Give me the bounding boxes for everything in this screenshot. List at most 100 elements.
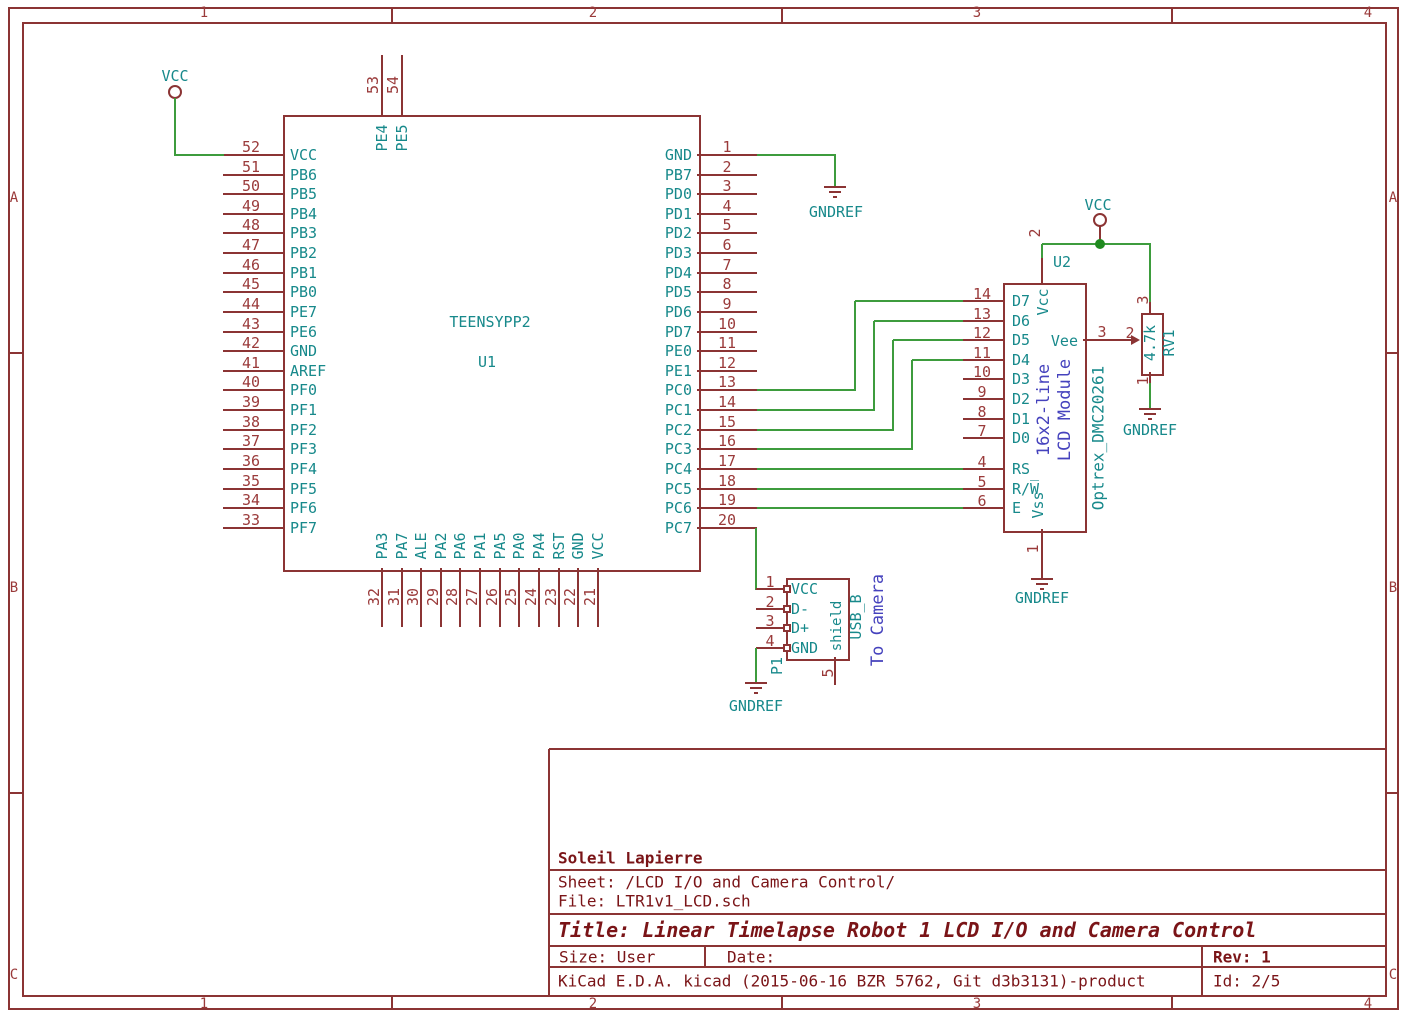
wire[interactable] [755, 647, 757, 682]
pin-stub [400, 55, 403, 115]
pin-name: RS [1012, 459, 1031, 478]
zone-label: 1 [199, 996, 209, 1012]
rv1-value: 4.7k [1141, 324, 1159, 362]
frame-tick [391, 997, 393, 1010]
wire[interactable] [892, 340, 894, 431]
p1-ref: P1 [768, 656, 786, 676]
wire[interactable] [893, 339, 963, 342]
pin-number: 9 [977, 383, 987, 402]
pin-name: PB3 [290, 224, 318, 243]
wire[interactable] [1149, 383, 1151, 408]
vcc-symbol[interactable] [168, 85, 182, 99]
pin-name: PF5 [290, 479, 318, 498]
gnd-symbol[interactable] [1031, 578, 1053, 580]
wire[interactable] [1041, 244, 1043, 259]
pin-number: 27 [463, 587, 482, 607]
wire[interactable] [1149, 244, 1151, 302]
wire[interactable] [757, 389, 856, 392]
pin-stub [756, 646, 786, 649]
pin-stub [1149, 372, 1151, 383]
pin-stub [697, 271, 757, 274]
pin-number: 6 [977, 492, 987, 511]
zone-label: 3 [972, 996, 982, 1012]
gnd-symbol[interactable] [1040, 588, 1044, 590]
wire[interactable] [757, 467, 963, 470]
pin-number: 2 [765, 592, 775, 611]
pin-stub [223, 526, 283, 529]
pin-number: 40 [241, 373, 261, 392]
titleblock-line [549, 945, 1387, 947]
pin-name: RST [549, 532, 568, 560]
zone-label: A [9, 190, 19, 206]
wire[interactable] [757, 448, 913, 451]
rv1-body[interactable] [1141, 313, 1164, 376]
wire[interactable] [912, 358, 963, 361]
wire[interactable] [757, 487, 963, 490]
pin-stub [697, 212, 757, 215]
wire[interactable] [873, 320, 875, 412]
pin-name: D3 [1012, 370, 1031, 389]
pin-number: 44 [241, 294, 261, 313]
pin-number: 15 [717, 412, 737, 431]
pin-stub [223, 271, 283, 274]
wire[interactable] [874, 319, 963, 322]
wire[interactable] [755, 527, 757, 590]
u1-body[interactable] [283, 115, 701, 572]
pin-number: 54 [383, 75, 402, 95]
wire[interactable] [174, 98, 176, 156]
pin-name: PA0 [510, 532, 529, 560]
wire[interactable] [757, 154, 836, 156]
pin-stub [223, 154, 283, 156]
pin-number: 16 [717, 432, 737, 451]
pin-number: 50 [241, 177, 261, 196]
pin-number: 32 [365, 587, 383, 607]
gnd-symbol[interactable] [754, 692, 758, 694]
wire[interactable] [855, 300, 963, 302]
pin-number: 38 [241, 412, 261, 431]
p1-value: USB_B [847, 594, 865, 640]
pin-name: PF1 [290, 401, 318, 420]
wire[interactable] [175, 154, 224, 156]
pin-stub [697, 428, 757, 431]
pin-stub [963, 417, 1003, 420]
pin-number: 33 [241, 510, 261, 529]
gnd-symbol[interactable] [1144, 413, 1156, 415]
wire[interactable] [854, 301, 856, 392]
pin-number: 1 [1024, 544, 1042, 554]
pin-stub [479, 568, 482, 627]
wire[interactable] [757, 428, 894, 431]
pin-stub [697, 526, 757, 529]
wire[interactable] [757, 507, 963, 510]
wire[interactable] [1099, 226, 1101, 245]
pin-stub [223, 212, 283, 215]
pin-number: 13 [972, 304, 992, 323]
pin-name: PC7 [664, 518, 692, 537]
gnd-symbol[interactable] [745, 682, 767, 684]
pin-number: 3 [1134, 295, 1152, 305]
gnd-symbol[interactable] [1148, 418, 1152, 420]
zone-label: 4 [1363, 5, 1373, 21]
gnd-symbol[interactable] [829, 191, 841, 193]
zone-label: 2 [588, 5, 598, 21]
pin-name: D0 [1012, 429, 1031, 448]
pin-name: Vcc [1034, 288, 1052, 316]
wire[interactable] [757, 409, 875, 412]
pin-name: PD4 [664, 263, 692, 282]
pin-stub [697, 173, 757, 176]
gnd-symbol[interactable] [824, 186, 846, 188]
u2-body[interactable] [1003, 283, 1087, 533]
pin-number: 7 [722, 255, 732, 274]
gnd-symbol[interactable] [1139, 408, 1161, 410]
wire[interactable] [911, 359, 913, 451]
gnd-symbol[interactable] [750, 687, 762, 689]
pin-number: 41 [241, 353, 261, 372]
pin-stub [756, 588, 786, 590]
pin-stub [518, 568, 521, 627]
gnd-symbol[interactable] [1036, 583, 1048, 585]
gnd-symbol[interactable] [833, 196, 837, 198]
p1-body[interactable] [786, 578, 850, 661]
wire[interactable] [834, 155, 836, 186]
vcc-symbol[interactable] [1093, 213, 1107, 227]
pin-number: 51 [241, 157, 261, 176]
